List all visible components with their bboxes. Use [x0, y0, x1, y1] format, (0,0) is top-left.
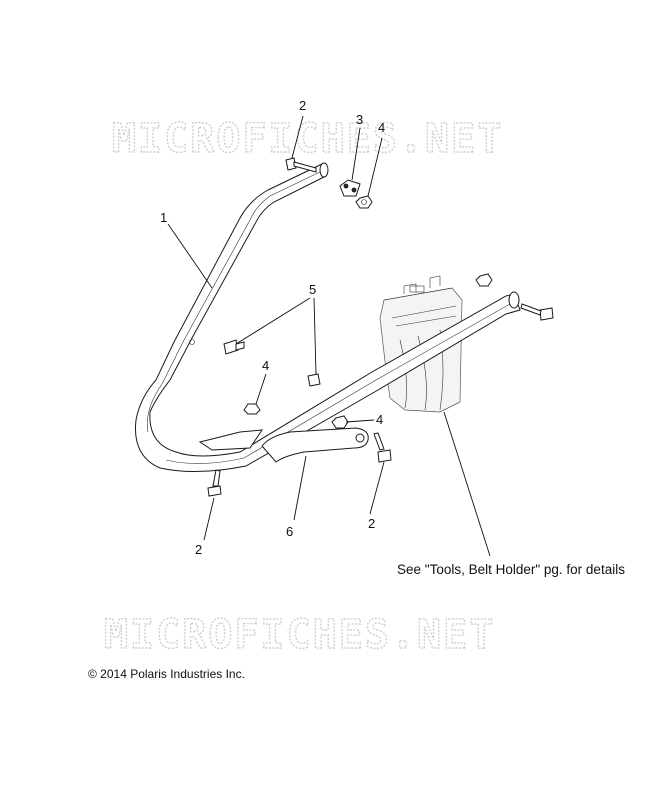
callout-1: 1	[160, 210, 167, 225]
belt-holder-note: See "Tools, Belt Holder" pg. for details	[397, 562, 625, 577]
nut-top-part-4	[355, 195, 373, 209]
callout-4-lower: 4	[376, 412, 383, 427]
callout-2-right: 2	[368, 516, 375, 531]
bolt-right-part-2	[373, 432, 392, 463]
nut-lower-part-4	[331, 415, 349, 429]
callout-4-top: 4	[378, 120, 385, 135]
bolt-top-part-2	[285, 157, 317, 173]
leader-lines	[167, 115, 491, 557]
clip-lower-part-5	[307, 373, 321, 387]
main-handle-part-1	[135, 162, 521, 473]
nut-mid-part-4	[243, 403, 261, 415]
watermark-bottom: MICROFICHES.NET	[104, 612, 495, 658]
callout-4-mid: 4	[262, 358, 269, 373]
brace-part-6	[261, 427, 369, 463]
nut-far-right-part-4	[475, 273, 493, 287]
bolt-left-part-2	[207, 469, 222, 497]
callout-2-top: 2	[299, 98, 306, 113]
watermark-top: MICROFICHES.NET	[112, 116, 503, 162]
callout-3: 3	[356, 112, 363, 127]
callout-6: 6	[286, 524, 293, 539]
bolt-far-right-part-2	[520, 303, 554, 321]
callout-5: 5	[309, 282, 316, 297]
copyright-text: © 2014 Polaris Industries Inc.	[88, 667, 245, 681]
callout-2-left: 2	[195, 542, 202, 557]
clip-upper-part-5	[223, 339, 245, 355]
bracket-part-3	[339, 179, 361, 197]
